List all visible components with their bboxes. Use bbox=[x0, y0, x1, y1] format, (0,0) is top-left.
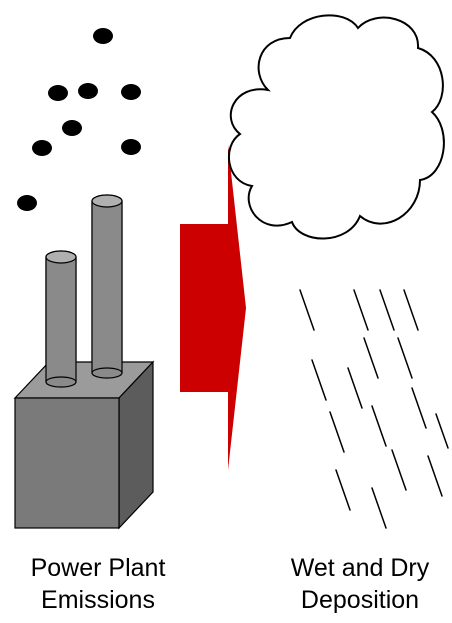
particle bbox=[93, 28, 113, 44]
raindrop bbox=[380, 290, 394, 330]
particle bbox=[32, 140, 52, 156]
raindrop bbox=[336, 470, 350, 510]
plant-building bbox=[15, 362, 153, 528]
particle bbox=[121, 84, 141, 100]
raindrop bbox=[364, 338, 378, 378]
particle bbox=[62, 120, 82, 136]
particle bbox=[78, 83, 98, 99]
raindrop bbox=[412, 388, 426, 428]
raindrop bbox=[392, 450, 406, 490]
power-plant-emissions-label: Power Plant Emissions bbox=[0, 552, 196, 616]
raindrop bbox=[404, 290, 418, 330]
power-plant-icon bbox=[15, 195, 153, 528]
particle bbox=[48, 85, 68, 101]
source-label-line1: Power Plant bbox=[0, 552, 196, 584]
particle bbox=[121, 139, 141, 155]
smokestack-bases bbox=[46, 195, 122, 387]
result-label-line1: Wet and Dry bbox=[268, 552, 452, 584]
arrow-icon bbox=[180, 145, 246, 470]
particles-icon bbox=[17, 28, 141, 211]
raindrop bbox=[372, 488, 386, 528]
raindrop bbox=[398, 338, 412, 378]
cloud-icon bbox=[229, 15, 444, 238]
particle bbox=[17, 195, 37, 211]
raindrop bbox=[348, 368, 362, 408]
result-label-line2: Deposition bbox=[268, 584, 452, 616]
raindrop bbox=[330, 412, 344, 452]
deposition-label: Wet and Dry Deposition bbox=[268, 552, 452, 616]
raindrop bbox=[372, 406, 386, 446]
raindrop bbox=[312, 360, 326, 400]
raindrop bbox=[436, 414, 448, 448]
raindrop bbox=[300, 290, 314, 330]
rain-icon bbox=[300, 290, 448, 528]
source-label-line2: Emissions bbox=[0, 584, 196, 616]
raindrop bbox=[354, 290, 368, 330]
raindrop bbox=[428, 456, 442, 496]
